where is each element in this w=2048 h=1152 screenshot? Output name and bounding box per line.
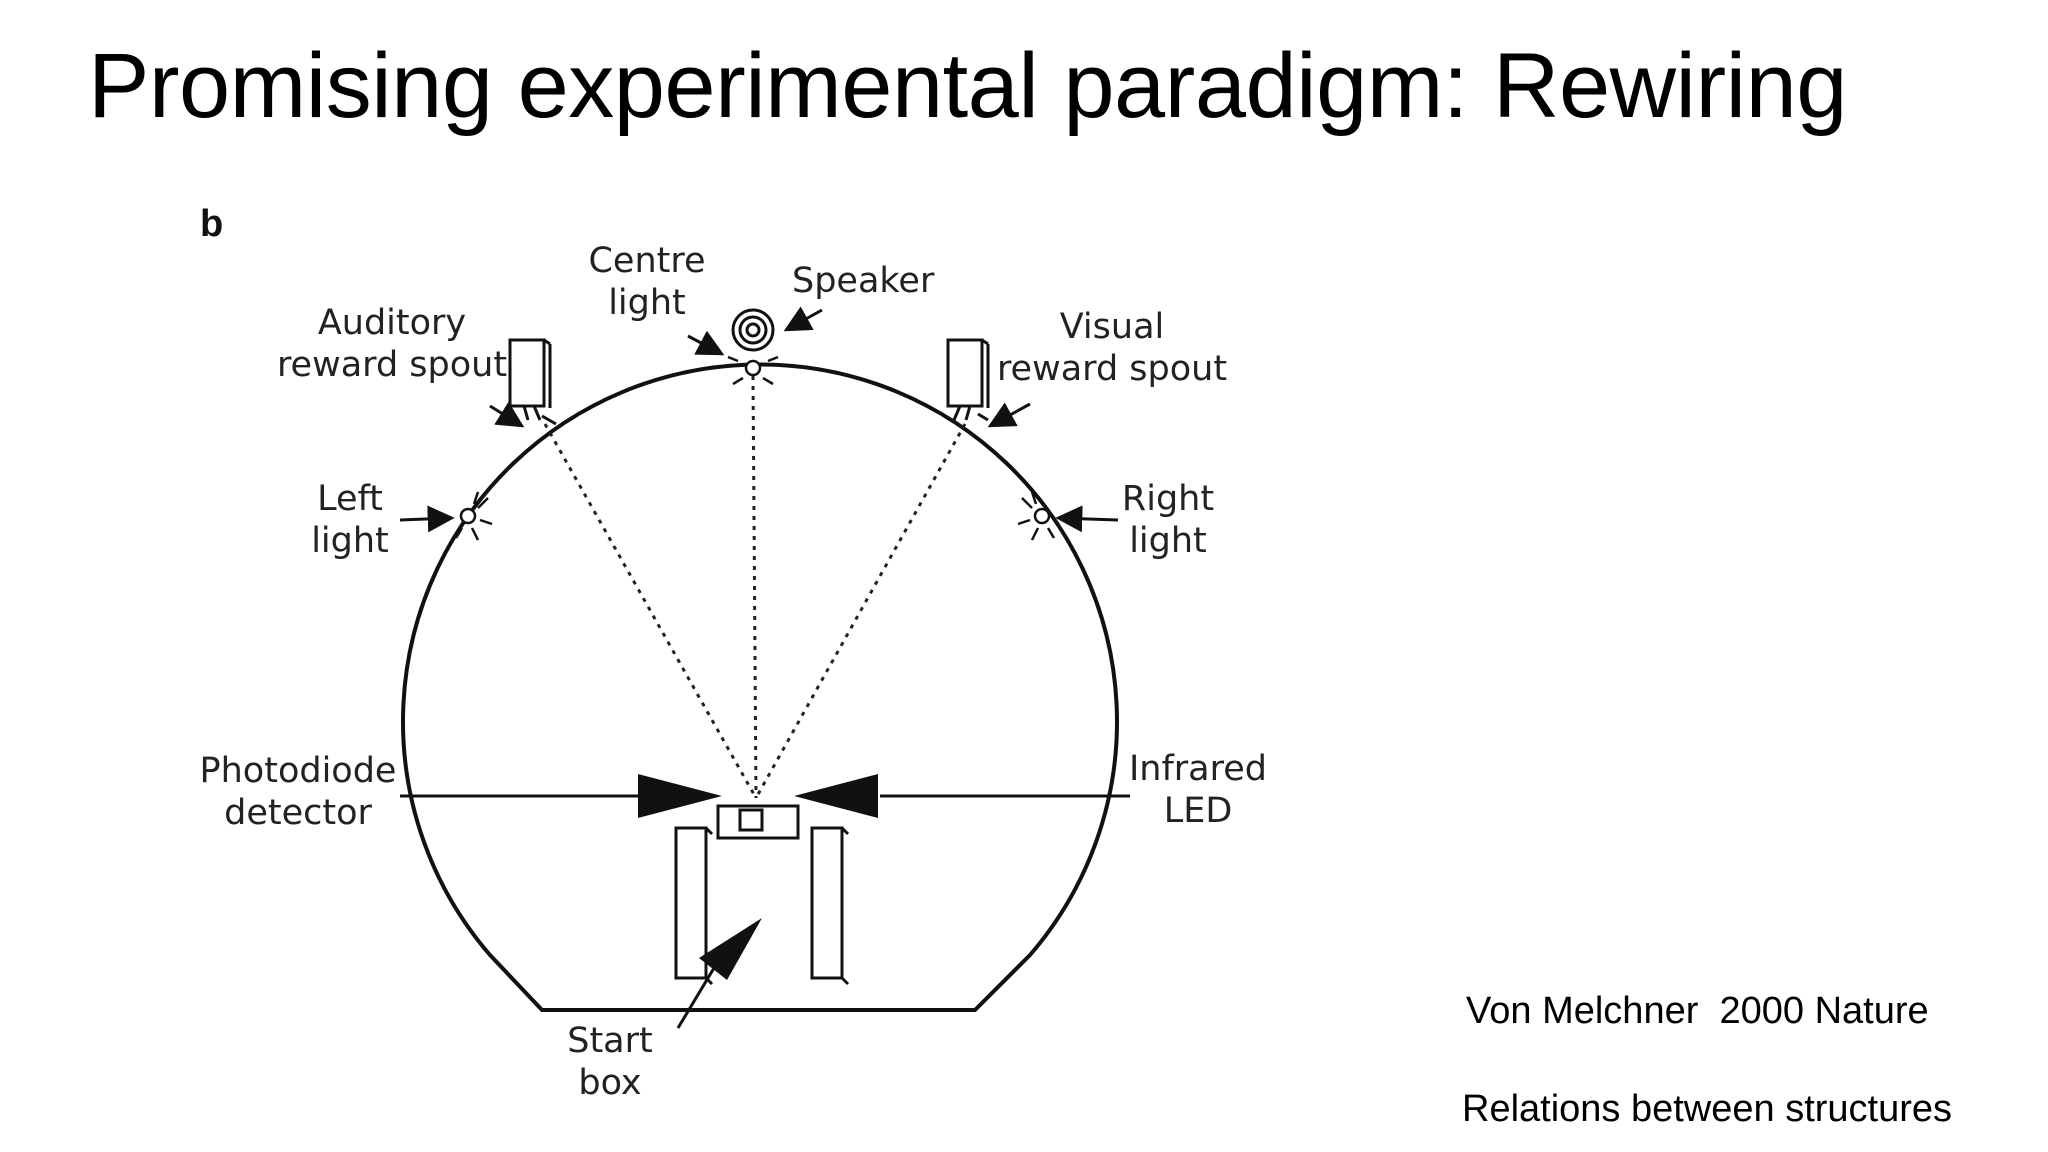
visual-spout-icon [946,338,990,422]
speaker-label: Speaker [792,261,935,301]
left-light-label-line1: Left [317,479,383,519]
arena-outline [401,362,1119,1012]
infrared-led-label-line1: Infrared [1129,749,1267,789]
ir-beam [400,774,1130,818]
centre-light-label-line2: light [608,283,686,323]
auditory-spout-icon [508,338,557,426]
auditory-spout-label-line1: Auditory [318,303,466,343]
start-box-label-line1: Start [567,1021,653,1061]
visual-spout-label-line2: reward spout [997,349,1227,389]
panel-letter: b [200,203,223,245]
citation: Von Melchner 2000 Nature [1466,990,1929,1032]
centre-light-label-line1: Centre [588,241,705,281]
visual-spout-label-line1: Visual [1060,307,1165,347]
right-light-icon [1017,491,1056,541]
start-box-label-line2: box [578,1063,641,1103]
apparatus-diagram: b [190,168,1300,1152]
right-light-label-line1: Right [1122,479,1214,519]
speaker-icon [731,308,775,352]
photodiode-arrow-icon [638,774,722,818]
infrared-led-label-line2: LED [1164,791,1233,831]
left-light-icon [454,491,493,541]
start-box-arrow-icon [699,918,762,980]
auditory-spout-label-line2: reward spout [277,345,507,385]
apparatus-svg: b [200,203,1268,1103]
right-light-label-line2: light [1129,521,1207,561]
centre-light-icon [727,355,779,386]
slide-title: Promising experimental paradigm: Rewirin… [88,35,1847,137]
left-light-label-line2: light [311,521,389,561]
photodiode-label-line1: Photodiode [200,751,397,791]
start-box-structure [674,804,850,986]
sight-lines [543,375,967,799]
slide-note: Relations between structures [1462,1088,1953,1130]
infrared-arrow-icon [794,774,878,818]
photodiode-label-line2: detector [224,793,372,833]
